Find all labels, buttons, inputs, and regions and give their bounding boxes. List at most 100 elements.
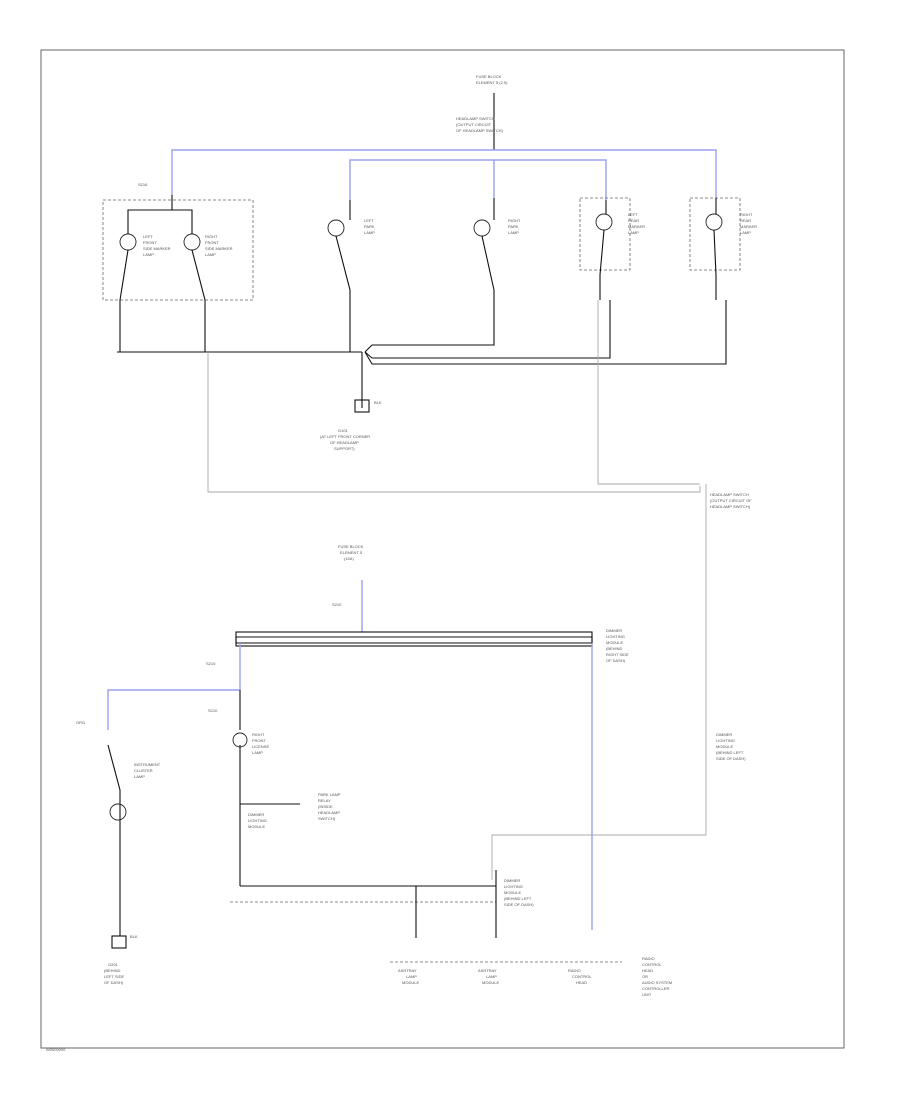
lamp-label: LAMP	[143, 252, 154, 257]
front-lamps-box	[102, 199, 254, 301]
lamp-label: LICENSE	[252, 744, 269, 749]
bulb-icon	[232, 732, 248, 748]
module-label: OF DASH)	[606, 658, 626, 663]
lamp-label: FRONT	[143, 240, 157, 245]
relay-label: HEADLAMP	[318, 810, 340, 815]
cluster-label: INSTRUMENT	[134, 762, 161, 767]
left-rear-lamp-box	[579, 197, 631, 271]
top-ground-bus	[117, 300, 727, 413]
ground-label: OF DASH)	[104, 980, 124, 985]
top-gray-wires	[207, 300, 707, 880]
bottom-wires	[107, 580, 622, 963]
top-blue-bus-inner	[349, 159, 607, 200]
module-label: (BEHIND LEFT	[504, 896, 532, 901]
bottom-bulbs	[109, 732, 248, 949]
lamp-label: RIGHT	[740, 212, 753, 217]
connector-label: ASHTRAY	[478, 968, 497, 973]
wire-color-label: BLK	[130, 934, 138, 939]
cluster-label: LAMP	[134, 774, 145, 779]
fuse-label: FUSE BLOCK	[338, 544, 364, 549]
lamp-label: LAMP	[740, 230, 751, 235]
fuse-label: FUSE BLOCK	[476, 74, 502, 79]
bulb-icon	[705, 213, 723, 231]
lamp-label: LAMP	[628, 230, 639, 235]
bulb-icon	[183, 233, 201, 251]
cluster-label: CLUSTER	[134, 768, 153, 773]
ground-label: LEFT SIDE	[104, 974, 124, 979]
lamp-label: PARK	[508, 224, 519, 229]
fuse-label: (15A)	[344, 556, 354, 561]
connector-label: RADIO	[568, 968, 581, 973]
radio-label: CONTROLLER	[642, 986, 669, 991]
diagram-border	[40, 49, 845, 1049]
ground-symbol-icon	[354, 399, 370, 413]
radio-label: OR	[642, 974, 648, 979]
splice-label: S216	[138, 182, 148, 187]
right-rear-lamp-box	[689, 197, 741, 271]
connector-label: CONTROL	[572, 974, 592, 979]
splice-label: S210	[208, 708, 218, 713]
bulb-icon	[327, 219, 345, 237]
module-label: MODULE	[606, 640, 623, 645]
fuse-label: ELEMENT 5 (2.5)	[476, 80, 508, 85]
module-label: SIDE OF DASH)	[504, 902, 534, 907]
radio-label: HEAD	[642, 968, 653, 973]
top-note: (OUTPUT CIRCUIT	[456, 122, 492, 127]
lamp-label: LEFT	[364, 218, 374, 223]
module-label: LIGHTING	[716, 738, 735, 743]
switch-label: HEADLAMP SWITCH	[710, 492, 749, 497]
module-label: (BEHIND LEFT	[716, 750, 744, 755]
ground-label: (AT LEFT FRONT CORNER	[320, 434, 370, 439]
radio-label: AUDIO SYSTEM	[642, 980, 672, 985]
bulb-icon	[595, 213, 613, 231]
lamp-label: LAMP	[508, 230, 519, 235]
top-lamp-wires	[119, 195, 717, 352]
module-label: MODULE	[504, 890, 521, 895]
connector-label: MODULE	[402, 980, 419, 985]
bulb-icon	[473, 219, 491, 237]
module-label: LIGHTING	[606, 634, 625, 639]
ground-symbol-icon	[111, 935, 127, 949]
module-label: LIGHTING	[248, 818, 267, 823]
radio-label: CONTROL	[642, 962, 662, 967]
lamp-label: RIGHT	[205, 234, 218, 239]
splice-label: ORG	[76, 720, 85, 725]
connector-label: LAMP	[486, 974, 497, 979]
module-label: DIMMER	[716, 732, 732, 737]
fuse-label: ELEMENT 5	[340, 550, 363, 555]
lamp-label: MARKER	[740, 224, 757, 229]
splice-label: S210	[332, 602, 342, 607]
connector-label: MODULE	[482, 980, 499, 985]
module-label: MODULE	[248, 824, 265, 829]
connector-label: LAMP	[406, 974, 417, 979]
ground-label: G101	[338, 428, 349, 433]
ground-label: SUPPORT)	[334, 446, 355, 451]
module-label: RIGHT SIDE	[606, 652, 629, 657]
top-note: HEADLAMP SWITCH	[456, 116, 495, 121]
lamp-label: REAR	[628, 218, 639, 223]
module-label: DIMMER	[248, 812, 264, 817]
ground-label: OF HEADLAMP	[330, 440, 359, 445]
module-label: DIMMER	[504, 878, 520, 883]
lamp-label: LAMP	[252, 750, 263, 755]
radio-label: RADIO	[642, 956, 655, 961]
connector-label: ASHTRAY	[398, 968, 417, 973]
switch-label: HEADLAMP SWITCH)	[710, 504, 751, 509]
lamp-label: LAMP	[205, 252, 216, 257]
module-label: SIDE OF DASH)	[716, 756, 746, 761]
top-labels: FUSE BLOCK ELEMENT 5 (2.5) HEADLAMP SWIT…	[138, 74, 757, 509]
bulb-icon	[109, 803, 127, 821]
lamp-label: REAR	[740, 218, 751, 223]
ground-label: (BEHIND	[104, 968, 121, 973]
lamp-label: LEFT	[628, 212, 638, 217]
lamp-label: FRONT	[205, 240, 219, 245]
relay-label: PARK LAMP	[318, 792, 341, 797]
module-label: MODULE	[716, 744, 733, 749]
lamp-label: RIGHT	[252, 732, 265, 737]
lamp-label: RIGHT	[508, 218, 521, 223]
lamp-label: SIDE MARKER	[143, 246, 171, 251]
top-blue-bus	[171, 149, 717, 198]
top-note: OF HEADLAMP SWITCH)	[456, 128, 503, 133]
lamp-label: MARKER	[628, 224, 645, 229]
